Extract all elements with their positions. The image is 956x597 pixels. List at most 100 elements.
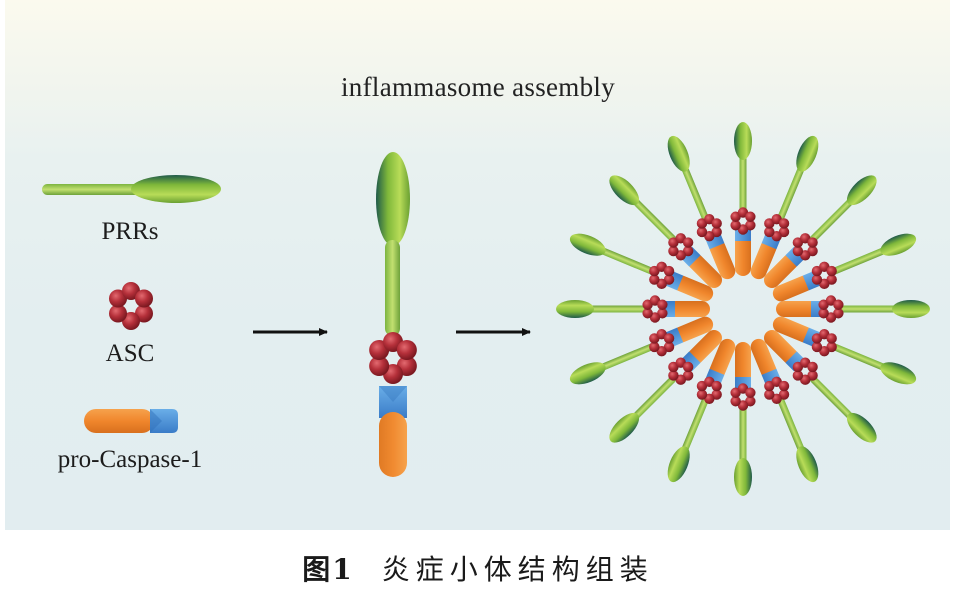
figure-title: inflammasome assembly: [341, 72, 615, 102]
prr-leaf: [569, 362, 606, 385]
ring-spoke: [609, 175, 723, 289]
ring-spoke: [569, 316, 714, 385]
asc-bead: [657, 299, 668, 310]
prr-stalk: [831, 247, 886, 275]
asc-ring: [649, 328, 675, 357]
asc-bead: [682, 237, 694, 248]
prr-leaf: [667, 135, 690, 172]
asc-bead: [109, 289, 128, 308]
prr-leaf: [880, 233, 917, 256]
asc-ring: [668, 357, 694, 385]
caspase-body: [763, 253, 799, 289]
figure-number: 图1: [302, 553, 354, 586]
asc-ring: [696, 376, 722, 405]
asc-bead: [764, 389, 775, 400]
caspase-body: [709, 239, 736, 280]
asc-bead: [649, 341, 660, 353]
asc-bead: [663, 333, 675, 344]
asc-ring-icon: [109, 282, 153, 330]
asc-ring: [811, 328, 837, 357]
caspase-body: [673, 316, 714, 343]
prr-stalk: [633, 199, 677, 243]
caspase-body: [668, 301, 710, 317]
caspase-body: [379, 412, 407, 477]
prr-stalk: [589, 305, 647, 313]
pro-caspase-1-icon: [84, 409, 178, 433]
caspase-body: [687, 253, 723, 289]
asc-bead: [826, 333, 837, 344]
caspase-body: [763, 329, 799, 365]
ring-spoke: [734, 342, 752, 496]
prr-leaf: [667, 446, 690, 483]
asc-bead: [122, 312, 140, 330]
prr-stalk: [777, 166, 805, 221]
ring-spoke: [609, 329, 723, 443]
prr-stalk: [681, 397, 709, 452]
asc-bead: [807, 237, 818, 248]
prr-leaf: [376, 152, 410, 246]
prr-stalk: [831, 343, 886, 371]
asc-bead: [682, 361, 694, 373]
caspase-card-domain: [785, 351, 806, 372]
asc-bead: [745, 387, 756, 398]
asc-bead: [109, 304, 128, 323]
ring-spoke: [772, 316, 917, 385]
prr-leaf: [734, 122, 752, 160]
asc-ring: [764, 376, 790, 405]
prr-stalk: [385, 240, 400, 336]
legend-label-asc: ASC: [105, 340, 155, 367]
prr-stalk: [809, 199, 853, 243]
prr-stalk: [809, 375, 853, 419]
asc-bead: [711, 380, 722, 392]
prr-stalk: [633, 375, 677, 419]
asc-ring: [668, 233, 694, 261]
asc-bead: [807, 361, 818, 373]
ring-spoke: [763, 175, 877, 289]
prr-leaf: [569, 233, 606, 256]
asc-bead: [818, 308, 829, 319]
caspase-card-domain: [785, 246, 806, 267]
asc-bead: [711, 218, 722, 229]
prr-leaf: [734, 458, 752, 496]
asc-ring: [730, 207, 756, 235]
asc-bead: [833, 299, 844, 310]
asc-ring: [730, 383, 756, 411]
prr-leaf: [892, 300, 930, 318]
asc-ring: [818, 295, 844, 323]
asc-ring: [642, 295, 668, 323]
caspase-body: [772, 275, 813, 302]
asc-bead: [663, 265, 675, 277]
prr-leaf: [796, 135, 819, 172]
asc-bead: [745, 211, 756, 222]
asc-ring: [649, 261, 675, 290]
asc-bead: [778, 380, 790, 392]
prr-leaf: [609, 175, 640, 206]
asc-bead: [134, 304, 153, 323]
caspase-body: [776, 301, 818, 317]
caspase-card-domain: [379, 386, 407, 418]
single-inflammasome-complex: [369, 152, 417, 477]
ring-spoke: [772, 233, 917, 302]
prr-leaf: [796, 446, 819, 483]
asc-bead: [730, 220, 741, 231]
asc-bead: [792, 245, 804, 257]
asc-ring: [792, 233, 818, 261]
ring-spoke: [750, 338, 819, 483]
prr-stalk: [739, 155, 747, 213]
asc-bead: [642, 308, 653, 319]
asc-bead: [778, 218, 790, 229]
caspase-body: [750, 338, 777, 379]
asc-ring: [696, 213, 722, 242]
asc-ring: [369, 332, 417, 384]
asc-bead: [696, 389, 708, 400]
prr-leaf: [880, 362, 917, 385]
caspase-body: [772, 316, 813, 343]
prr-stalk: [600, 343, 655, 371]
asc-bead: [668, 245, 679, 257]
prr-leaf: [846, 412, 877, 443]
asc-ring: [764, 213, 790, 242]
caspase-card-domain: [680, 246, 701, 267]
prr-stalk: [839, 305, 897, 313]
